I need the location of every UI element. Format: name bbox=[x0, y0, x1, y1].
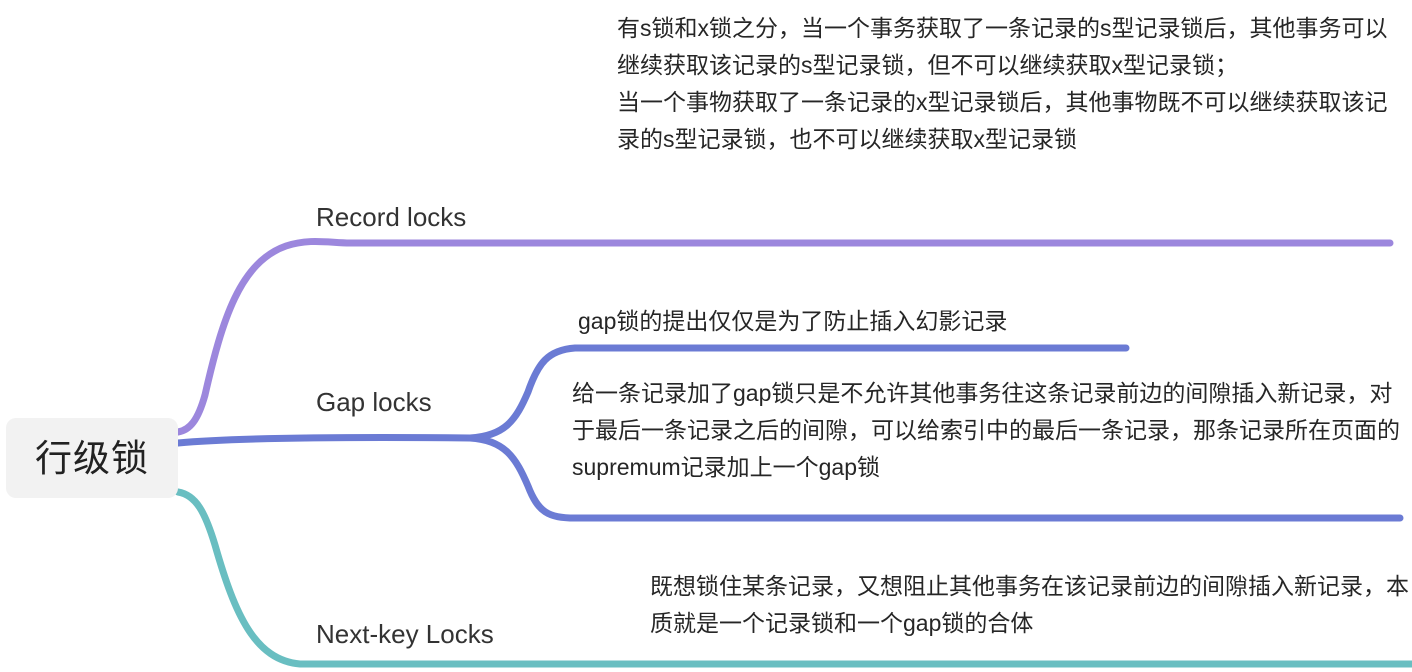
branch-title-gap-locks[interactable]: Gap locks bbox=[316, 387, 432, 417]
root-node-label: 行级锁 bbox=[35, 437, 149, 479]
leaf-text-next-key-locks[interactable]: 既想锁住某条记录，又想阻止其他事务在该记录前边的间隙插入新记录，本质就是一个记录… bbox=[650, 573, 1409, 636]
root-node[interactable]: 行级锁 bbox=[6, 418, 178, 498]
leaf-text-record-locks[interactable]: 有s锁和x锁之分，当一个事务获取了一条记录的s型记录锁后，其他事务可以继续获取该… bbox=[617, 15, 1388, 152]
leaf-text-gap-locks-purpose[interactable]: gap锁的提出仅仅是为了防止插入幻影记录 bbox=[578, 308, 1008, 334]
branch-title-next-key-locks[interactable]: Next-key Locks bbox=[316, 619, 494, 649]
branch-title-record-locks[interactable]: Record locks bbox=[316, 202, 467, 232]
branch-path-gap-stem bbox=[174, 434, 474, 447]
leaf-text-gap-locks-detail[interactable]: 给一条记录加了gap锁只是不允许其他事务往这条记录前边的间隙插入新记录，对于最后… bbox=[572, 380, 1400, 480]
